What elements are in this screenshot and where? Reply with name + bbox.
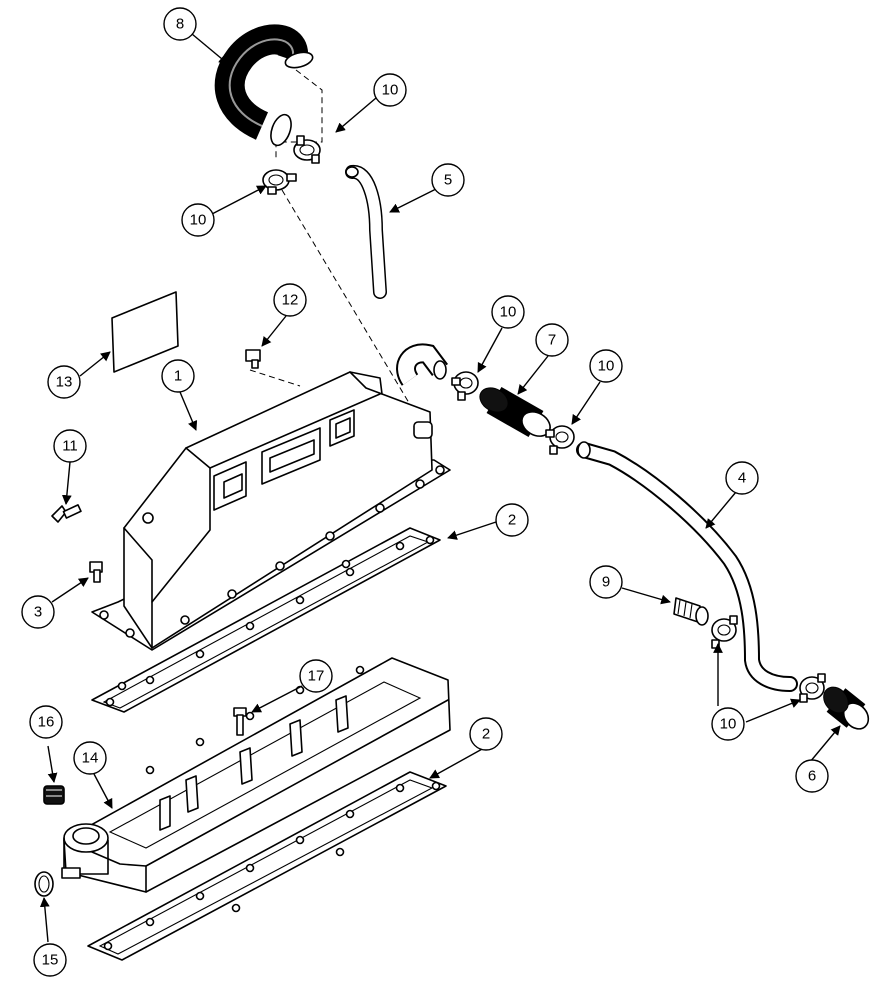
svg-text:11: 11 [62,438,78,455]
bypass-tube [345,165,387,299]
svg-text:10: 10 [500,304,517,321]
hose-clamp-lower-1 [711,615,738,649]
cover-plate [111,291,179,373]
svg-text:16: 16 [38,714,55,731]
hose-clamp-lower-2 [799,673,826,703]
callout-10-a: 10 [373,73,407,107]
callout-9: 9 [589,565,623,599]
svg-text:10: 10 [598,358,615,375]
callout-15: 15 [33,943,67,977]
svg-text:14: 14 [82,750,99,767]
callout-2-upper: 2 [495,503,529,537]
callout-10-c: 10 [491,295,525,329]
svg-text:2: 2 [482,726,490,743]
manifold-base [61,657,451,893]
hose-barb-fitting [673,597,709,626]
elbow-hose [214,24,314,147]
callout-17: 17 [299,659,333,693]
svg-text:8: 8 [176,16,184,33]
callout-4: 4 [725,461,759,495]
manifold-cover [91,343,451,651]
mounting-bolt [89,561,103,583]
svg-text:13: 13 [56,374,73,391]
callout-10-e: 10 [711,707,745,741]
gasket-upper [91,527,441,713]
callout-7: 7 [535,323,569,357]
gasket-lower [87,771,447,961]
bleed-screw [51,504,82,523]
svg-text:9: 9 [602,574,610,591]
callout-2-lower: 2 [469,717,503,751]
svg-text:12: 12 [282,292,299,309]
svg-text:17: 17 [308,668,325,685]
svg-text:7: 7 [548,332,556,349]
svg-text:6: 6 [808,768,816,785]
callout-3: 3 [21,595,55,629]
svg-text:1: 1 [174,368,182,385]
hose-clamp-top-left [262,169,297,195]
short-hose [479,386,551,438]
callout-10-b: 10 [181,203,215,237]
svg-text:10: 10 [720,716,737,733]
callout-13: 13 [47,365,81,399]
o-ring [34,871,54,897]
plug-bolt [245,349,261,369]
callout-6: 6 [795,759,829,793]
svg-text:5: 5 [444,172,452,189]
callout-16: 16 [29,705,63,739]
callout-1: 1 [161,359,195,393]
callout-12: 12 [273,283,307,317]
cap-screw [233,707,247,736]
callout-14: 14 [73,741,107,775]
pipe-plug [43,785,65,805]
callout-10-d: 10 [589,349,623,383]
leader-arrows [39,33,841,943]
svg-text:10: 10 [382,82,399,99]
hose-clamp-top-right [293,135,321,164]
svg-text:15: 15 [42,952,59,969]
svg-text:10: 10 [190,212,207,229]
callout-11: 11 [53,429,87,463]
svg-text:4: 4 [738,470,746,487]
svg-text:3: 3 [34,604,42,621]
hose-end [823,686,870,730]
hose-clamp-mid-1 [451,371,479,401]
svg-text:2: 2 [508,512,516,529]
hose-clamp-mid-2 [545,425,575,455]
callout-8: 8 [163,7,197,41]
coolant-tube [576,441,798,692]
callout-5: 5 [431,163,465,197]
